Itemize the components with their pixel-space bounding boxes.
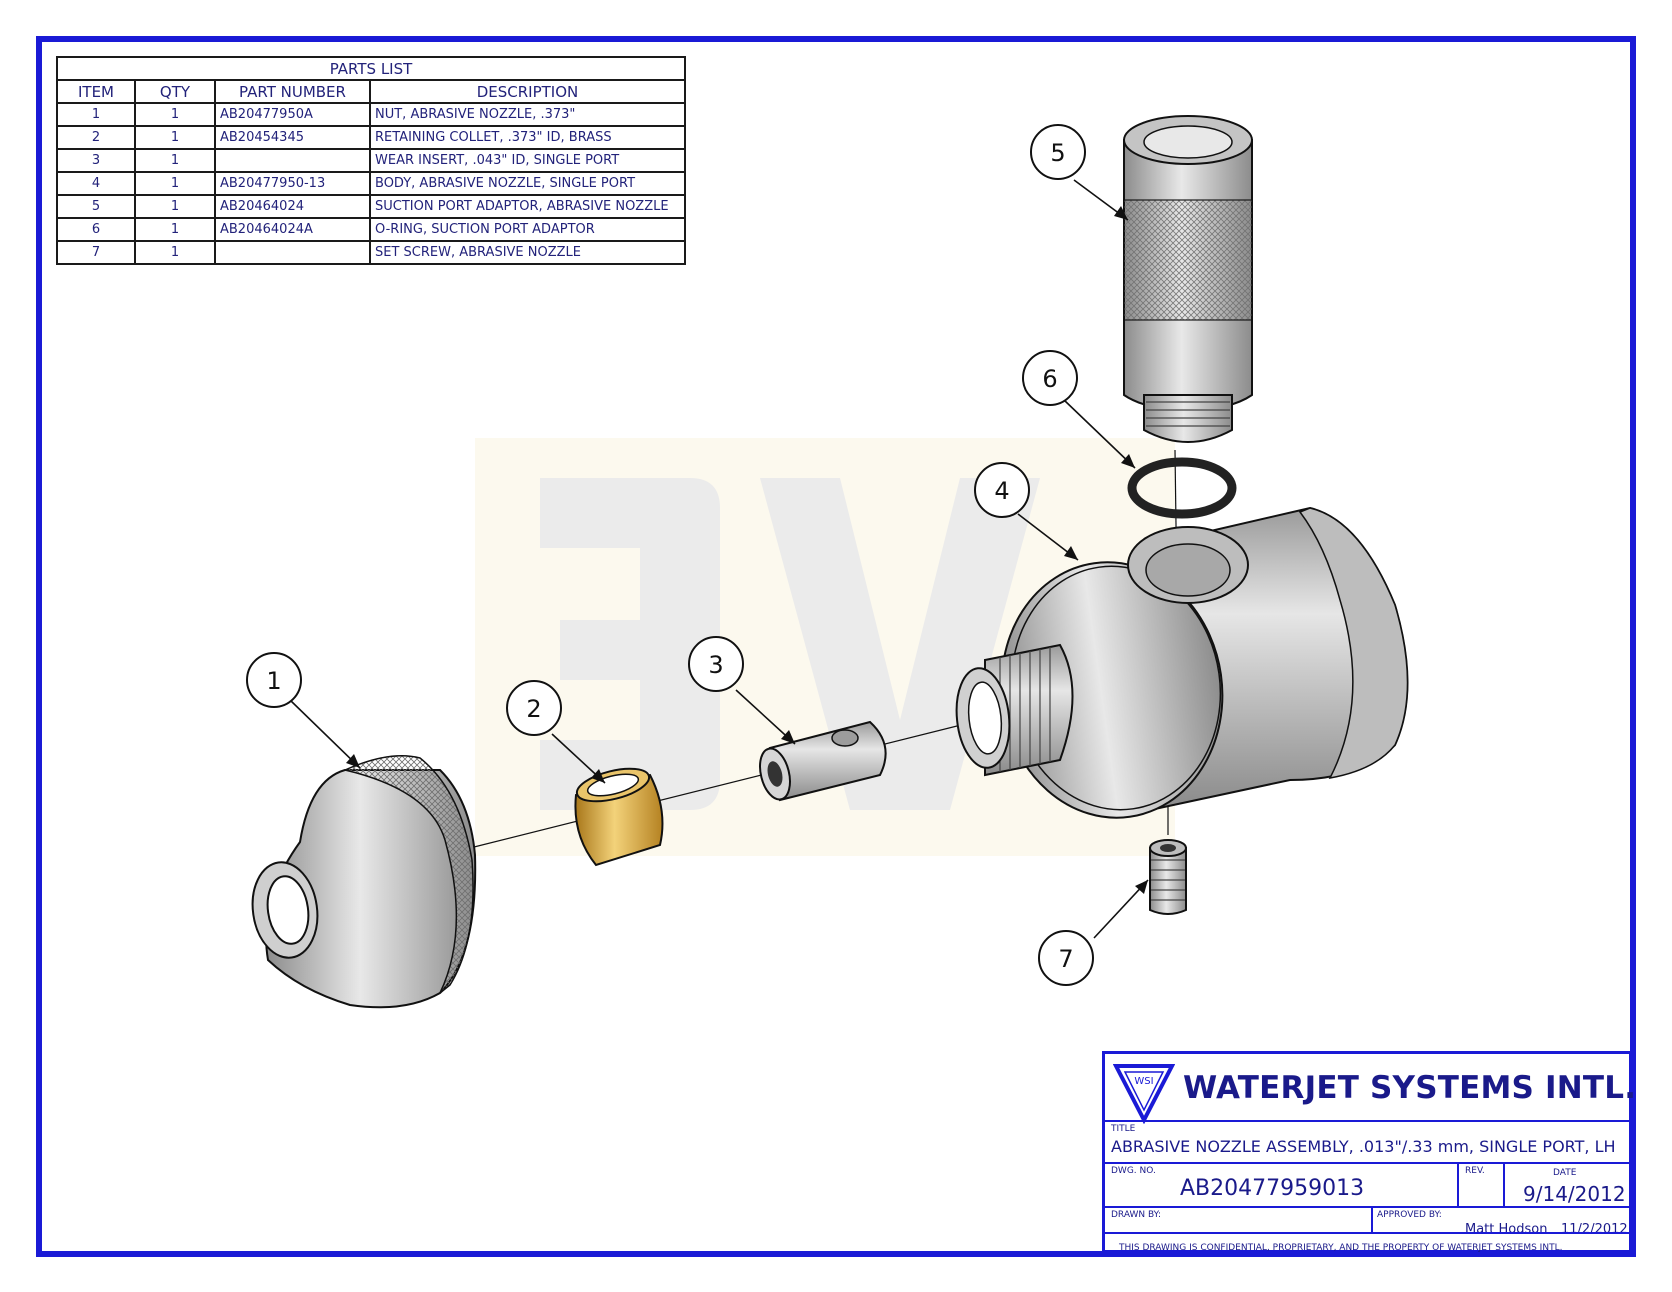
- balloon-2: 2: [506, 680, 562, 736]
- drawn-by-label: DRAWN BY:: [1111, 1210, 1161, 1220]
- sheet-border: [36, 36, 1636, 1257]
- leader-arrows: [346, 206, 1148, 894]
- balloon-6: 6: [1022, 350, 1078, 406]
- approved-by-label: APPROVED BY:: [1377, 1210, 1442, 1220]
- cell-item: 5: [56, 194, 136, 219]
- cell-qty: 1: [134, 102, 216, 127]
- company-name: WATERJET SYSTEMS INTL.: [1183, 1070, 1637, 1106]
- approved-date: 11/2/2012: [1561, 1222, 1628, 1237]
- cell-item: 1: [56, 102, 136, 127]
- balloon-label: 4: [994, 477, 1009, 505]
- balloon-7: 7: [1038, 930, 1094, 986]
- header-qty: QTY: [134, 79, 216, 104]
- approved-by: Matt Hodson: [1465, 1222, 1548, 1237]
- cell-description: SET SCREW, ABRASIVE NOZZLE: [369, 240, 686, 265]
- balloon-label: 2: [526, 695, 541, 723]
- cell-item: 3: [56, 148, 136, 173]
- part-nut: [251, 755, 477, 1009]
- header-description: DESCRIPTION: [369, 79, 686, 104]
- cell-description: WEAR INSERT, .043" ID, SINGLE PORT: [369, 148, 686, 173]
- cell-qty: 1: [134, 171, 216, 196]
- confidentiality-notice: THIS DRAWING IS CONFIDENTIAL, PROPRIETAR…: [1119, 1243, 1563, 1253]
- cell-item: 2: [56, 125, 136, 150]
- cell-item: 6: [56, 217, 136, 242]
- leader-lines: [289, 179, 1149, 939]
- watermark-glyph: [540, 478, 720, 810]
- dwg-no-label: DWG. NO.: [1111, 1166, 1156, 1176]
- cell-qty: 1: [134, 148, 216, 173]
- title-label: TITLE: [1111, 1124, 1136, 1134]
- balloon-4: 4: [974, 462, 1030, 518]
- logo-letters: WSI: [1134, 1076, 1153, 1087]
- leader-arrow-3: [781, 730, 795, 744]
- cell-qty: 1: [134, 240, 216, 265]
- balloon-label: 6: [1042, 365, 1057, 393]
- parts-list-table: PARTS LIST ITEM QTY PART NUMBER DESCRIPT…: [56, 56, 686, 265]
- cell-part-number: [214, 148, 371, 173]
- cell-part-number: AB20477950-13: [214, 171, 371, 196]
- part-set-screw: [1149, 839, 1187, 915]
- leader-arrow-4: [1064, 546, 1078, 560]
- balloon-label: 5: [1050, 139, 1065, 167]
- balloon-label: 1: [266, 667, 281, 695]
- leader-line-6: [1063, 399, 1136, 469]
- header-item: ITEM: [56, 79, 136, 104]
- cell-description: NUT, ABRASIVE NOZZLE, .373": [369, 102, 686, 127]
- leader-arrow-1: [346, 754, 360, 768]
- cell-qty: 1: [134, 217, 216, 242]
- cell-qty: 1: [134, 194, 216, 219]
- drawing-date: 9/14/2012: [1523, 1182, 1626, 1206]
- header-part-number: PART NUMBER: [214, 79, 371, 104]
- title-block: WSI WATERJET SYSTEMS INTL. TITLE ABRASIV…: [1102, 1051, 1636, 1253]
- company-logo: WSI: [1113, 1064, 1175, 1124]
- leader-arrow-7: [1135, 880, 1148, 894]
- cell-part-number: AB20464024A: [214, 217, 371, 242]
- cell-part-number: [214, 240, 371, 265]
- leader-arrow-6: [1121, 454, 1135, 468]
- rev-label: REV.: [1465, 1166, 1485, 1176]
- balloon-1: 1: [246, 652, 302, 708]
- date-label: DATE: [1553, 1168, 1577, 1178]
- balloon-label: 3: [708, 651, 723, 679]
- balloon-label: 7: [1058, 945, 1073, 973]
- drawing-title: ABRASIVE NOZZLE ASSEMBLY, .013"/.33 mm, …: [1111, 1137, 1616, 1156]
- leader-arrow-2: [591, 769, 605, 783]
- cell-qty: 1: [134, 125, 216, 150]
- balloon-3: 3: [688, 636, 744, 692]
- cell-item: 4: [56, 171, 136, 196]
- cell-item: 7: [56, 240, 136, 265]
- balloon-5: 5: [1030, 124, 1086, 180]
- cell-part-number: AB20477950A: [214, 102, 371, 127]
- part-body: [955, 506, 1409, 819]
- cell-part-number: AB20454345: [214, 125, 371, 150]
- part-o-ring: [1127, 457, 1237, 519]
- leader-line-7: [1093, 879, 1149, 939]
- drawing-number: AB20477959013: [1180, 1176, 1365, 1201]
- part-wear-insert: [759, 720, 887, 802]
- cell-description: BODY, ABRASIVE NOZZLE, SINGLE PORT: [369, 171, 686, 196]
- leader-arrow-5: [1114, 206, 1128, 220]
- cell-description: O-RING, SUCTION PORT ADAPTOR: [369, 217, 686, 242]
- cell-description: SUCTION PORT ADAPTOR, ABRASIVE NOZZLE: [369, 194, 686, 219]
- cell-part-number: AB20464024: [214, 194, 371, 219]
- part-suction-port-adaptor: [1123, 115, 1253, 444]
- parts-list-title: PARTS LIST: [56, 56, 686, 81]
- leader-line-1: [289, 699, 361, 769]
- cell-description: RETAINING COLLET, .373" ID, BRASS: [369, 125, 686, 150]
